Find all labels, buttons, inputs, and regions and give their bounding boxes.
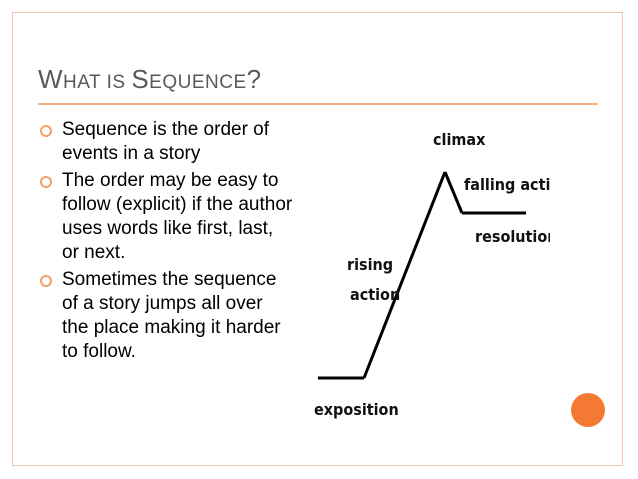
plot-diagram: climax falling action resolution rising … bbox=[314, 130, 550, 419]
bullet-text: The order may be easy to follow (explici… bbox=[62, 170, 293, 263]
hollow-circle-bullet-icon bbox=[40, 125, 52, 137]
falling-action-label: falling action bbox=[464, 175, 550, 194]
hollow-circle-bullet-icon bbox=[40, 176, 52, 188]
bullet-text: Sometimes the sequence of a story jumps … bbox=[62, 269, 281, 362]
slide-frame bbox=[12, 12, 623, 466]
bullet-item: The order may be easy to follow (explici… bbox=[38, 169, 293, 265]
exposition-label: exposition bbox=[314, 400, 399, 419]
title-underline bbox=[38, 103, 598, 105]
bullet-item: Sometimes the sequence of a story jumps … bbox=[38, 268, 293, 364]
slide-title: WHAT IS SEQUENCE? bbox=[38, 64, 262, 94]
bullet-list: Sequence is the order of events in a sto… bbox=[38, 118, 293, 367]
resolution-label: resolution bbox=[475, 227, 550, 246]
bullet-item: Sequence is the order of events in a sto… bbox=[38, 118, 293, 166]
falling-action-line bbox=[443, 171, 464, 214]
rising-label: rising bbox=[347, 255, 393, 274]
bullet-text: Sequence is the order of events in a sto… bbox=[62, 119, 270, 164]
decorative-orange-dot bbox=[571, 393, 605, 427]
climax-label: climax bbox=[433, 130, 486, 149]
action-label: action bbox=[350, 285, 400, 304]
hollow-circle-bullet-icon bbox=[40, 275, 52, 287]
rising-action-line bbox=[362, 171, 447, 379]
